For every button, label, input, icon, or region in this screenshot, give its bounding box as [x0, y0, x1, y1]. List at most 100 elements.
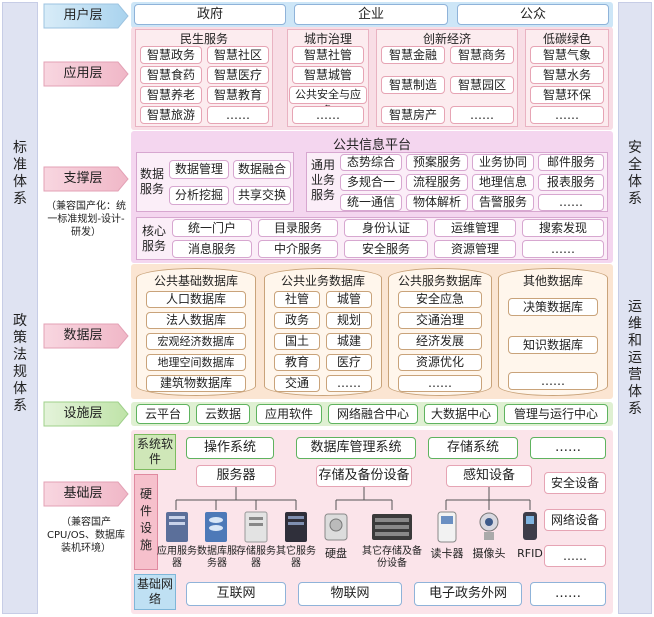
user-layer-label: 用户层 — [63, 8, 103, 23]
support-item: …… — [522, 240, 604, 258]
db-item: 医疗 — [326, 354, 372, 371]
db-title: 公共基础数据库 — [153, 274, 238, 288]
support-item: 运维管理 — [434, 219, 516, 237]
app-item: 智慧医疗 — [207, 66, 269, 84]
app-item: 智慧社管 — [292, 46, 364, 64]
device-label: 硬盘 — [325, 547, 347, 560]
system-software-item: 操作系统 — [186, 437, 274, 459]
db-item: 交通 — [274, 375, 320, 392]
support-item: 预案服务 — [406, 154, 468, 171]
user-enterprise: 企业 — [294, 4, 448, 25]
base-layer-label: 基础层 — [63, 486, 103, 501]
support-item: 邮件服务 — [538, 154, 604, 171]
system-software-label-box — [134, 434, 176, 470]
support-item: 共享交换 — [233, 186, 291, 205]
app-item: 智慧城管 — [292, 66, 364, 84]
db-item: 地理空间数据库 — [146, 354, 246, 371]
facility-item: 网络融合中心 — [328, 404, 418, 424]
platform-title: 公共信息平台 — [332, 138, 411, 153]
policy-system-label: 政策法规体系 — [13, 313, 27, 414]
support-item: 资源管理 — [434, 240, 516, 258]
support-item: 物体解析 — [406, 194, 468, 211]
db-item: 教育 — [274, 354, 320, 371]
application-layer-label: 应用层 — [63, 66, 103, 81]
hardware-side-item: 安全设备 — [544, 472, 606, 494]
security-system-label: 安全体系 — [628, 140, 642, 207]
db-item: 安全应急 — [398, 291, 482, 308]
device-label: 应用服务器 — [157, 546, 197, 569]
db-public-base — [136, 268, 256, 396]
support-item: 业务协同 — [472, 154, 534, 171]
network-label-box — [134, 574, 176, 610]
db-item: …… — [508, 372, 598, 390]
app-group-title: 创新经济 — [422, 32, 471, 46]
support-item: 目录服务 — [258, 219, 338, 237]
db-item: 规划 — [326, 312, 372, 329]
support-item: …… — [538, 194, 604, 211]
db-item: 经济发展 — [398, 333, 482, 350]
system-software-item: …… — [530, 437, 606, 459]
app-item: 智慧政务 — [140, 46, 202, 64]
app-item: 智慧制造 — [381, 76, 445, 94]
left-column — [2, 2, 38, 614]
core-service-label: 核心服务 — [141, 224, 166, 253]
network-item: …… — [530, 582, 606, 606]
db-item: …… — [398, 375, 482, 392]
db-item: 人口数据库 — [146, 291, 246, 308]
facility-item: 云数据 — [196, 404, 250, 424]
support-item: 身份认证 — [344, 219, 428, 237]
hardware-label-box — [134, 474, 158, 570]
facility-item: 应用软件 — [256, 404, 322, 424]
support-layer-note: （兼容国产化：统一标准规划-设计-研发） — [46, 201, 126, 238]
support-item: 多规合一 — [340, 174, 402, 191]
support-item: 告警服务 — [472, 194, 534, 211]
device-label: 摄像头 — [472, 547, 506, 560]
support-item: 数据管理 — [169, 160, 229, 179]
support-item: 态势综合 — [340, 154, 402, 171]
support-item: 安全服务 — [344, 240, 428, 258]
system-software-item: 数据库管理系统 — [296, 437, 416, 459]
operations-system-label: 运维和运营体系 — [628, 299, 642, 417]
hardware-category: 服务器 — [196, 465, 276, 487]
device-label: 读卡器 — [430, 547, 464, 560]
support-item: 报表服务 — [538, 174, 604, 191]
hardware-label: 硬件设施 — [139, 487, 152, 552]
db-title: 公共业务数据库 — [280, 274, 365, 288]
support-item: 地理信息 — [472, 174, 534, 191]
db-title: 公共服务数据库 — [397, 274, 482, 288]
app-item: 智慧教育 — [207, 86, 269, 104]
device-label: 其它存储及备份设备 — [362, 546, 422, 569]
db-item: …… — [326, 375, 372, 392]
support-item: 消息服务 — [172, 240, 252, 258]
app-group-title: 民生服务 — [179, 32, 228, 46]
app-item: 智慧食药 — [140, 66, 202, 84]
db-item: 资源优化 — [398, 354, 482, 371]
app-group-title: 城市治理 — [303, 32, 352, 46]
network-item: 物联网 — [298, 582, 402, 606]
device-label: 其它服务器 — [276, 546, 316, 569]
support-layer-label: 支撑层 — [63, 171, 103, 186]
device-label: 数据库服务器 — [197, 546, 237, 569]
db-item: 宏观经济数据库 — [146, 333, 246, 350]
app-item: 智慧金融 — [381, 46, 445, 64]
network-item: 互联网 — [186, 582, 286, 606]
db-item: 社管 — [274, 291, 320, 308]
app-item: 智慧气象 — [530, 46, 604, 64]
support-item: 数据融合 — [233, 160, 291, 179]
db-item: 建筑物数据库 — [146, 375, 246, 392]
app-item: 智慧园区 — [450, 76, 514, 94]
user-public: 公众 — [457, 4, 609, 25]
system-software-label: 系统软件 — [136, 437, 173, 466]
support-item: 中介服务 — [258, 240, 338, 258]
app-item: 智慧水务 — [530, 66, 604, 84]
hardware-side-item: …… — [544, 545, 606, 567]
db-item: 城管 — [326, 291, 372, 308]
standard-system-label: 标准体系 — [13, 140, 27, 207]
app-item: 智慧养老 — [140, 86, 202, 104]
app-item: …… — [450, 106, 514, 124]
support-item: 搜索发现 — [522, 219, 604, 237]
app-item: …… — [292, 106, 364, 124]
app-group-title: 低碳绿色 — [542, 32, 591, 46]
app-item: 智慧环保 — [530, 86, 604, 104]
app-item: …… — [530, 106, 604, 124]
